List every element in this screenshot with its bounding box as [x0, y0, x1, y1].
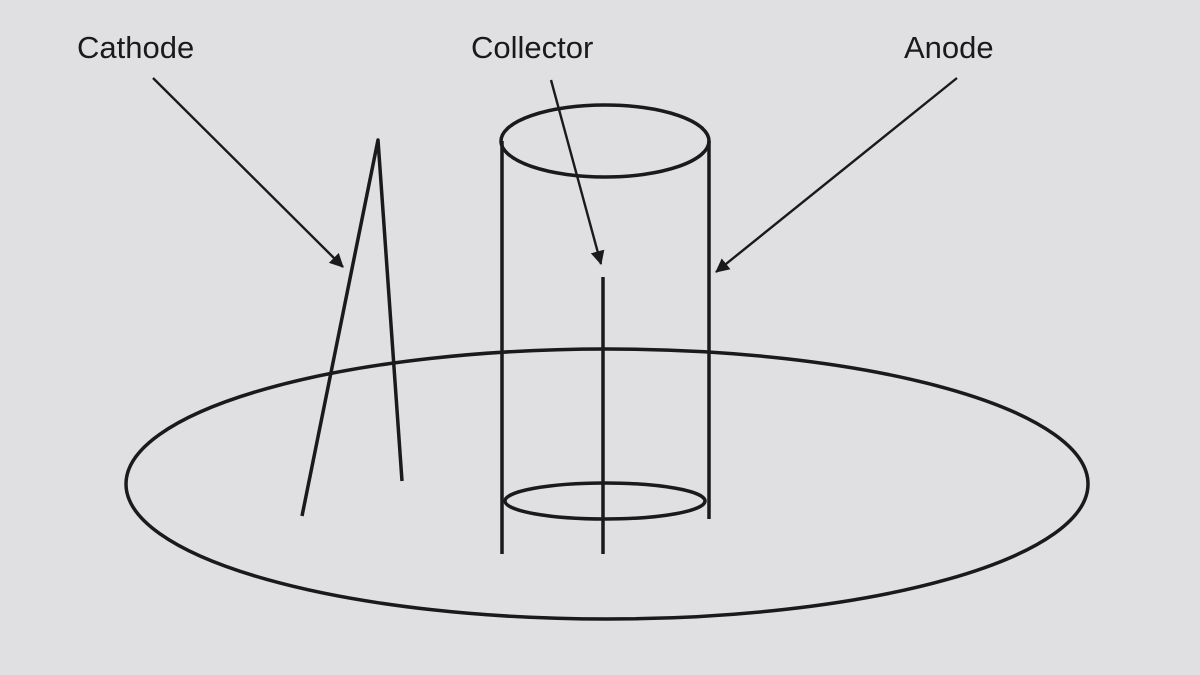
cathode-label: Cathode: [77, 30, 194, 65]
collector-arrow: [549, 79, 605, 265]
anode-cylinder: [499, 103, 711, 554]
cathode-arrow: [152, 77, 344, 268]
anode-top-rim: [499, 103, 711, 179]
cathode-filament: [300, 138, 404, 517]
anode-label: Anode: [904, 30, 994, 65]
base-plate: [124, 347, 1090, 621]
collector-label: Collector: [471, 30, 593, 65]
anode-arrow: [715, 77, 958, 273]
anode-bottom-rim: [503, 481, 707, 521]
